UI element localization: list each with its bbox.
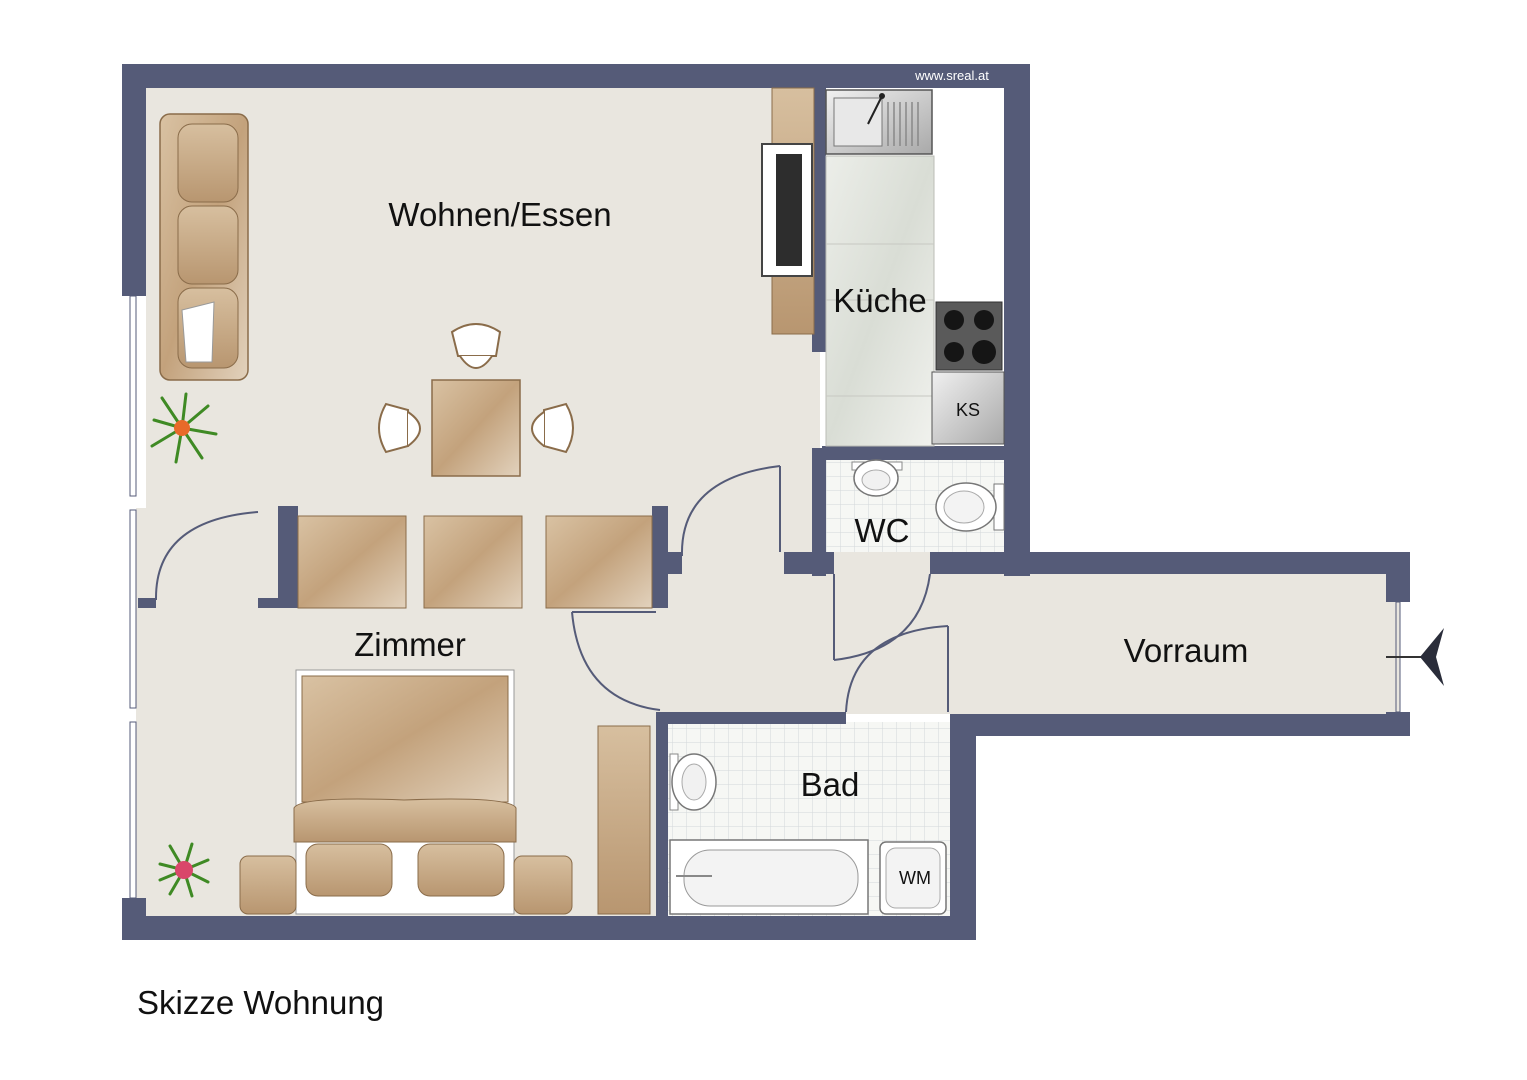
washbasin-icon <box>669 753 717 811</box>
dining-table <box>378 323 574 477</box>
room-label-vorraum: Vorraum <box>1124 632 1249 669</box>
walls <box>122 64 1410 940</box>
entrance-arrow-icon <box>1386 628 1444 686</box>
watermark: www.sreal.at <box>914 68 989 83</box>
dresser <box>597 725 651 915</box>
chair-icon <box>378 323 574 454</box>
sink-icon <box>825 89 933 155</box>
door-living-hall <box>680 465 781 557</box>
doors <box>155 465 949 713</box>
floor-vorraum <box>834 574 1398 714</box>
plant-icon <box>150 392 218 464</box>
door-wc <box>833 573 931 661</box>
door-bad <box>845 625 949 713</box>
washing-machine-label: WM <box>899 868 931 888</box>
floor-wc-entry <box>834 552 932 574</box>
stove-icon <box>935 301 1003 371</box>
room-label-bad: Bad <box>801 766 860 803</box>
sofa <box>159 113 249 381</box>
fridge-label: KS <box>956 400 980 420</box>
floor-flur <box>658 508 834 718</box>
room-label-zimmer: Zimmer <box>354 626 466 663</box>
toilet-icon <box>935 482 1005 532</box>
door-zimmer-hall <box>571 611 661 711</box>
bath-fixtures: WM <box>669 753 947 915</box>
cushion-icon <box>181 301 215 363</box>
kitchen: KS <box>761 87 1005 447</box>
washbasin-icon <box>851 459 903 497</box>
door-zimmer-left <box>155 511 259 600</box>
bed <box>239 669 573 915</box>
room-label-wohnen-essen: Wohnen/Essen <box>388 196 611 233</box>
plan-caption: Skizze Wohnung <box>137 984 385 1021</box>
washing-machine-icon: WM <box>879 841 947 915</box>
plant-icon <box>158 842 210 898</box>
wc-fixtures <box>851 459 1005 532</box>
fridge-icon: KS <box>931 371 1005 445</box>
wardrobe <box>297 515 653 609</box>
bathtub-icon <box>669 839 869 915</box>
room-label-kueche: Küche <box>833 282 927 319</box>
room-label-wc: WC <box>855 512 910 549</box>
